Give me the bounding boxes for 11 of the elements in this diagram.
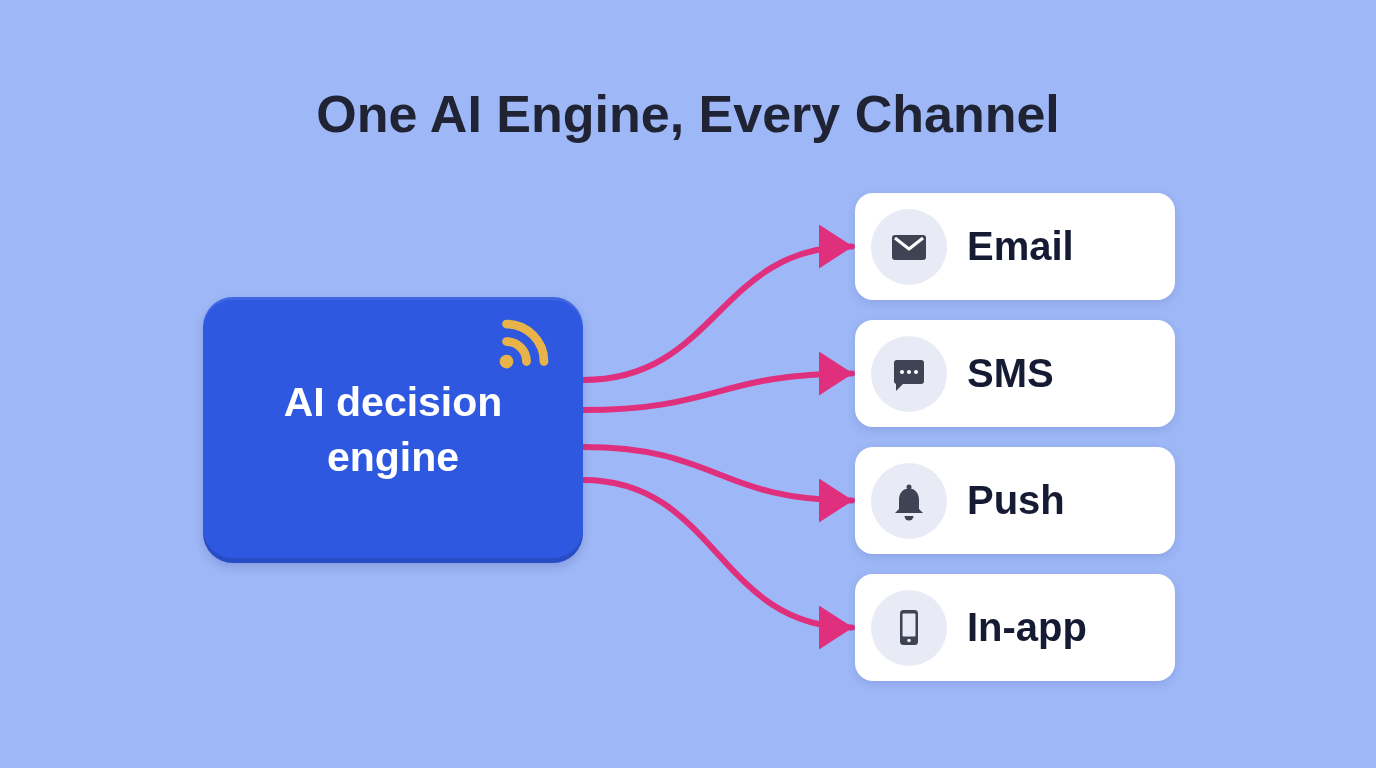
process-box	[203, 297, 583, 563]
channel-label: Email	[967, 224, 1074, 269]
node-label: AI decision engine	[282, 378, 504, 482]
channel-label: Push	[967, 478, 1065, 523]
diagram-title: One AI Engine, Every Channel	[316, 84, 1060, 144]
channel-label: SMS	[967, 351, 1054, 396]
channel-card	[855, 574, 1175, 681]
channel-label: In-app	[967, 605, 1087, 650]
channel-card	[855, 320, 1175, 427]
channel-card	[855, 447, 1175, 554]
channel-card	[855, 193, 1175, 300]
